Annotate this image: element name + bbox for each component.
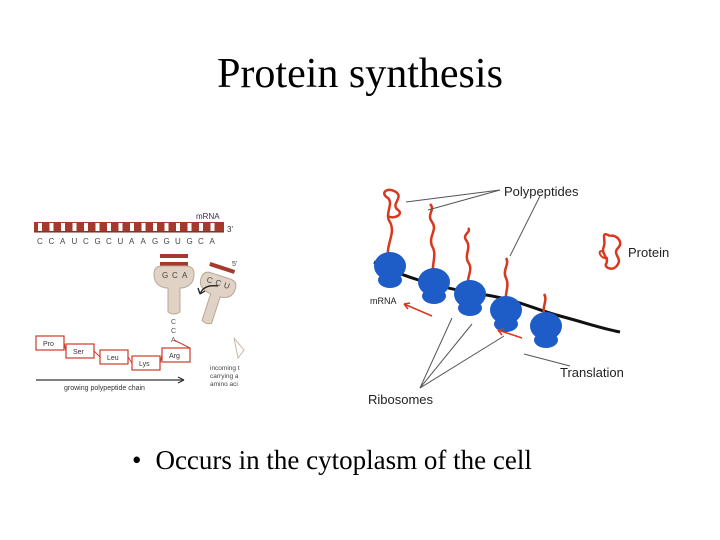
five-prime-label: 5' [232, 261, 237, 268]
direction-arrow-2 [497, 328, 523, 339]
incoming-caption-line: incoming t [210, 365, 240, 372]
ribosome-5 [530, 312, 562, 348]
translation-pointer [523, 353, 571, 367]
mrna-base: G [152, 237, 158, 246]
polypeptides-pointer-2 [405, 189, 501, 203]
acceptor-base: C [171, 319, 176, 326]
polypeptides-pointer-3 [509, 195, 541, 257]
mrna-base: A [141, 237, 147, 246]
mrna-label-polysome: mRNA [370, 296, 397, 306]
folded-protein [598, 232, 622, 270]
mrna-base: A [129, 237, 135, 246]
ribosomes-label: Ribosomes [368, 392, 434, 407]
mrna-base: C [83, 237, 89, 246]
acceptor-base: A [171, 337, 176, 344]
amino-acid-label: Arg [169, 353, 180, 360]
mrna-base: C [198, 237, 204, 246]
incoming-caption-line: amino aci [210, 381, 238, 388]
mrna-base: C [49, 237, 55, 246]
amino-acid-label: Pro [43, 341, 54, 348]
polypeptides-label: Polypeptides [504, 184, 579, 199]
mrna-base: G [187, 237, 193, 246]
slide-title: Protein synthesis [217, 51, 503, 97]
polypeptides-pointer-1 [427, 189, 501, 211]
polysome-figure: Polypeptides Protein mRNA Translation Ri… [368, 184, 669, 407]
mrna-base: U [175, 237, 181, 246]
three-prime-label: 3' [227, 225, 233, 234]
bullet-dot: • [132, 445, 142, 475]
anticodon-base: A [182, 271, 188, 280]
mrna-base: U [72, 237, 78, 246]
acceptor-base: C [171, 328, 176, 335]
translation-label: Translation [560, 365, 624, 380]
mrna-base: A [60, 237, 66, 246]
amino-acid-label: Lys [139, 361, 150, 368]
amino-acid-label: Ser [73, 349, 85, 356]
mrna-base: A [210, 237, 216, 246]
incoming-caption-line: carrying a [210, 373, 239, 380]
mrna-base: C [37, 237, 43, 246]
mrna-base: U [118, 237, 124, 246]
protein-label: Protein [628, 245, 669, 260]
anticodon-base: G [162, 271, 168, 280]
polypeptide-2 [428, 203, 436, 281]
bullet-item: • Occurs in the cytoplasm of the cell [132, 445, 532, 476]
polypeptide-3 [463, 227, 472, 289]
ribosomes-pointer-1 [419, 317, 453, 389]
ribosome-2 [418, 268, 450, 304]
mrna-base: C [106, 237, 112, 246]
polypeptide-5 [542, 293, 547, 315]
amino-acid-label: Leu [107, 355, 119, 362]
entry-arrow [199, 285, 219, 295]
bullet-text: Occurs in the cytoplasm of the cell [155, 445, 532, 475]
ribosomes-pointer-3 [419, 335, 505, 389]
anticodon-base: U [223, 281, 231, 291]
ribosomes-pointer-2 [419, 323, 473, 389]
mrna-label: mRNA [196, 212, 220, 221]
mrna-strand [34, 222, 224, 233]
direction-arrow-1 [403, 302, 433, 317]
anticodon-base: C [206, 275, 214, 285]
anticodon-base: C [214, 278, 222, 288]
ribosome-4 [490, 296, 522, 332]
ribosome-3 [454, 280, 486, 316]
chain-label: growing polypeptide chain [64, 385, 145, 392]
ribosome-1 [374, 252, 406, 288]
anticodon-base: C [172, 271, 178, 280]
mrna-base: G [95, 237, 101, 246]
polypeptide-1 [383, 188, 402, 261]
polypeptide-4 [503, 257, 509, 305]
mrna-base: G [164, 237, 170, 246]
